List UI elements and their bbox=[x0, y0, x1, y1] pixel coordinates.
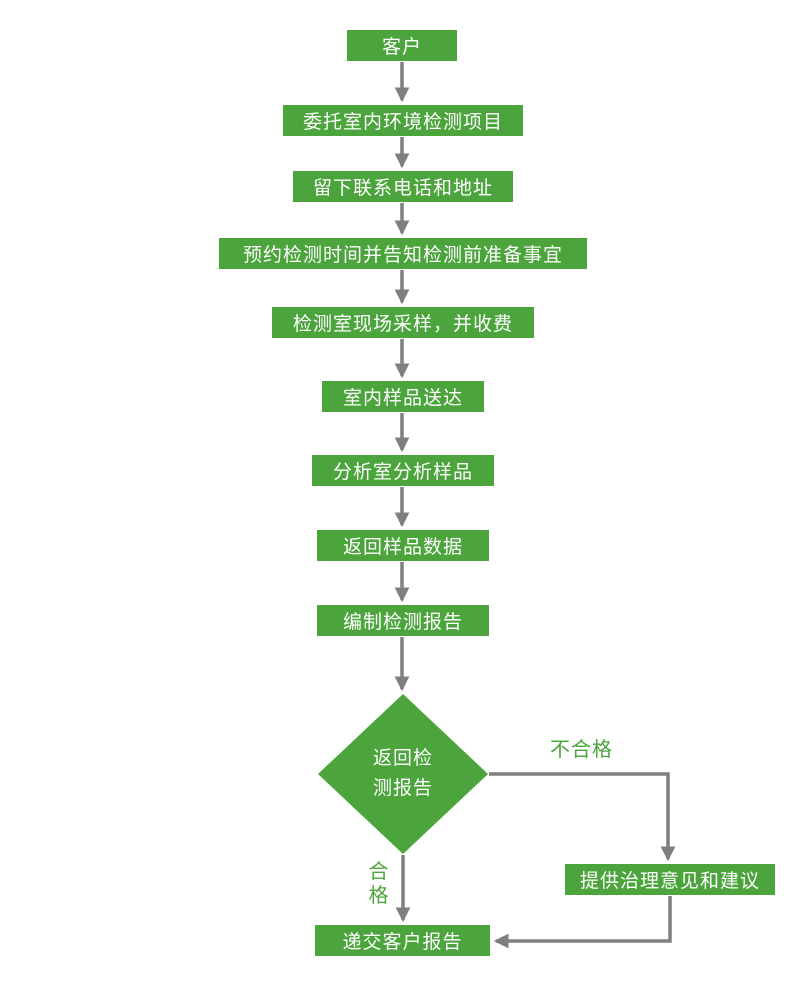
flow-node-customer: 客户 bbox=[347, 30, 457, 61]
decision-label-line1: 返回检 bbox=[372, 748, 433, 769]
flow-node-return-data: 返回样品数据 bbox=[317, 530, 489, 561]
flow-node-return-report-decision bbox=[318, 694, 488, 854]
flow-node-label: 留下联系电话和地址 bbox=[312, 178, 493, 199]
flow-node-appointment: 预约检测时间并告知检测前准备事宜 bbox=[219, 238, 587, 269]
arrow-decision-fail-branch bbox=[489, 772, 676, 862]
flow-node-label: 委托室内环境检测项目 bbox=[302, 112, 503, 133]
flow-node-sample-delivery: 室内样品送达 bbox=[322, 381, 484, 412]
flow-node-analyze-sample: 分析室分析样品 bbox=[312, 455, 494, 486]
arrow-advice-to-submit bbox=[493, 896, 672, 949]
decision-label-line2: 测报告 bbox=[372, 778, 433, 799]
flow-node-label: 编制检测报告 bbox=[342, 612, 463, 633]
edge-label-pass: 合格 bbox=[368, 861, 390, 907]
flow-node-leave-contact: 留下联系电话和地址 bbox=[293, 171, 513, 202]
flow-node-label: 提供治理意见和建议 bbox=[579, 871, 760, 892]
edge-label-fail: 不合格 bbox=[550, 739, 613, 761]
flow-node-label: 检测室现场采样，并收费 bbox=[292, 314, 513, 335]
flow-node-submit-report: 递交客户报告 bbox=[315, 925, 490, 956]
flow-node-compile-report: 编制检测报告 bbox=[317, 605, 489, 636]
flow-node-onsite-sampling: 检测室现场采样，并收费 bbox=[272, 307, 534, 338]
flow-node-label: 预约检测时间并告知检测前准备事宜 bbox=[242, 245, 563, 266]
flow-node-entrust-project: 委托室内环境检测项目 bbox=[283, 105, 523, 136]
flow-node-label: 递交客户报告 bbox=[342, 932, 463, 953]
flow-node-return-report-decision-label: 返回检 测报告 bbox=[318, 744, 488, 804]
flow-node-treatment-advice: 提供治理意见和建议 bbox=[565, 864, 775, 895]
flow-node-label: 客户 bbox=[381, 37, 422, 58]
flow-node-label: 分析室分析样品 bbox=[332, 462, 473, 483]
flow-node-label: 返回样品数据 bbox=[342, 537, 463, 558]
flow-node-label: 室内样品送达 bbox=[342, 388, 463, 409]
